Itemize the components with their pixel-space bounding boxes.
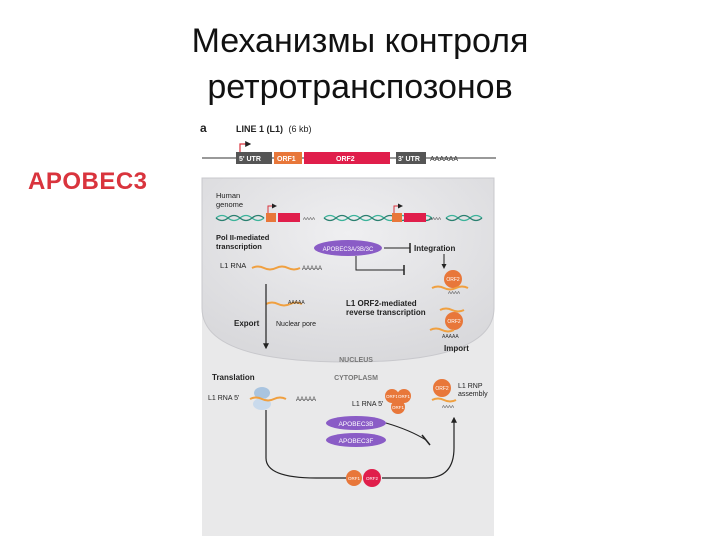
nucleus-region (201, 177, 495, 363)
svg-text:ORF2: ORF2 (446, 277, 460, 283)
utr5-box (236, 152, 272, 164)
l1-rna-strand (251, 265, 301, 271)
apobec3a-3b-3c-label: APOBEC3A/3B/3C (323, 247, 374, 253)
genome-dna: AAAA AAAA (215, 203, 483, 222)
aaaaa-1: AAAAA (302, 266, 322, 272)
translation-label: Translation (212, 373, 255, 382)
svg-text:AAAA: AAAA (303, 216, 315, 221)
orf2-box (304, 152, 390, 164)
svg-text:ORF1: ORF1 (348, 476, 360, 481)
svg-text:ORF2: ORF2 (366, 476, 378, 481)
slide-title-line1: Механизмы контроля (191, 22, 529, 60)
nuclear-pore-label: Nuclear pore (276, 321, 316, 328)
orf2-label: ORF2 (336, 156, 355, 163)
utr3-label: 3' UTR (398, 156, 420, 163)
orf2-protein-rt (445, 312, 463, 330)
svg-text:ORF2: ORF2 (447, 319, 461, 325)
svg-text:AAAA: AAAA (429, 216, 441, 221)
slide-title: Механизмы контроля ретротранспозонов (120, 18, 600, 110)
orf1-label: ORF1 (277, 156, 296, 163)
l1-rna5-label: L1 RNA 5' (208, 395, 239, 402)
svg-text:AAAA: AAAA (442, 404, 454, 409)
cytoplasm-label: CYTOPLASM (334, 375, 378, 382)
svg-text:ORF1: ORF1 (392, 405, 404, 410)
polya-label: AAAAAA (430, 156, 458, 163)
import-label: Import (444, 344, 469, 353)
slide-title-line2: ретротранспозонов (207, 68, 513, 106)
apobec3f-oval (326, 433, 386, 447)
utr5-label: 5' UTR (239, 156, 261, 163)
svg-text:AAAAA: AAAAA (288, 300, 305, 306)
apobec3b-oval (326, 416, 386, 430)
orf1-box (274, 152, 302, 164)
svg-text:AAAA: AAAA (448, 290, 460, 295)
orf1-orf2-complex: ORF1 ORF2 (346, 469, 381, 487)
promoter-arrow (239, 141, 252, 152)
line1-structure: 5' UTR ORF1 ORF2 3' UTR AAAAAA (202, 141, 496, 164)
line1-lifecycle-diagram: a LINE 1 (L1) (6 kb) 5' UTR ORF1 ORF2 3'… (200, 121, 496, 536)
panel-letter: a (200, 121, 207, 135)
svg-text:L1 RNA 5': L1 RNA 5' (352, 401, 383, 408)
line1-title: LINE 1 (L1) (6 kb) (236, 124, 312, 134)
integration-label: Integration (414, 244, 455, 253)
svg-text:ORF2: ORF2 (435, 386, 449, 392)
export-label: Export (234, 319, 260, 328)
aaaaa-2: AAAAA (296, 397, 316, 403)
side-label-apobec3: APOBEC3 (28, 168, 148, 195)
svg-text:AAAAA: AAAAA (442, 334, 459, 340)
orf2-protein-nucleus (444, 270, 462, 288)
apobec3f-label: APOBEC3F (339, 438, 374, 445)
svg-text:ORF1: ORF1 (398, 394, 410, 399)
utr3-box (396, 152, 426, 164)
svg-text:ORF1: ORF1 (386, 394, 398, 399)
l1-rna-label: L1 RNA (220, 261, 246, 270)
apobec3a-3b-3c-oval (314, 240, 382, 256)
orf2-protein-cyto (433, 379, 451, 397)
orf1-orf2-rnp: ORF1 ORF1 ORF1 (385, 389, 411, 414)
apobec3b-label: APOBEC3B (338, 421, 373, 428)
nucleus-label: NUCLEUS (339, 357, 373, 364)
